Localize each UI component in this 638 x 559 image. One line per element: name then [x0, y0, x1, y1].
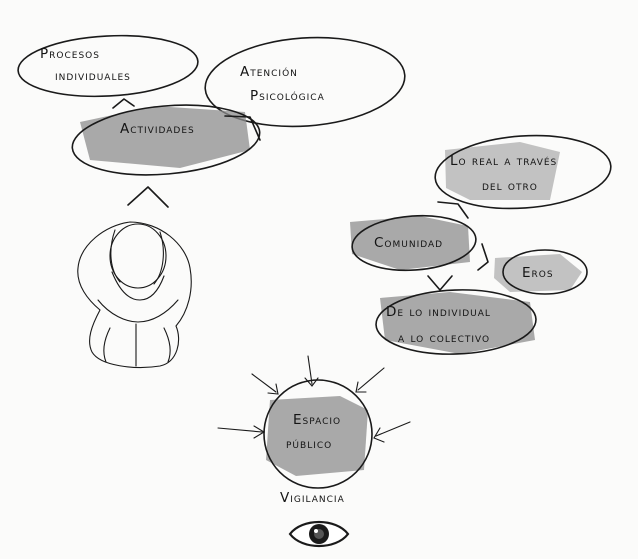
- node-espacio-line1: Espacio: [293, 412, 341, 428]
- node-comunidad: Comunidad: [350, 214, 477, 272]
- node-eros: Eros: [494, 249, 588, 295]
- node-atencion-psicologica: Atención Psicológica: [204, 36, 406, 128]
- crouching-person-icon: [77, 221, 192, 369]
- node-comunidad-label: Comunidad: [374, 235, 443, 251]
- eye-icon: [288, 521, 350, 547]
- node-actividades: Actividades: [71, 104, 261, 176]
- node-lo-real-line2: del otro: [482, 178, 538, 194]
- node-individual-colectivo: De lo individual a lo colectivo: [375, 289, 537, 355]
- node-atencion-line1: Atención: [240, 64, 298, 80]
- vigilancia-label: Vigilancia: [280, 490, 345, 506]
- node-atencion-line2: Psicológica: [250, 88, 325, 104]
- node-individual-colectivo-line2: a lo colectivo: [398, 330, 490, 346]
- node-espacio-line2: público: [286, 436, 332, 452]
- node-actividades-label: Actividades: [120, 121, 195, 137]
- node-procesos-individuales: Procesos individuales: [17, 34, 199, 98]
- node-procesos-line2: individuales: [55, 68, 131, 84]
- arrows-actividades: [112, 98, 261, 141]
- arrow-up-person: [127, 186, 169, 208]
- node-individual-colectivo-line1: De lo individual: [386, 304, 491, 320]
- arrows-comunidad: [427, 201, 489, 291]
- node-espacio-publico: Espacio público: [263, 379, 373, 489]
- node-eros-label: Eros: [522, 265, 554, 281]
- node-lo-real: Lo real a través del otro: [434, 134, 612, 210]
- arrows-espacio: [217, 355, 411, 443]
- node-procesos-line1: Procesos: [40, 46, 100, 62]
- node-lo-real-line1: Lo real a través: [450, 153, 557, 169]
